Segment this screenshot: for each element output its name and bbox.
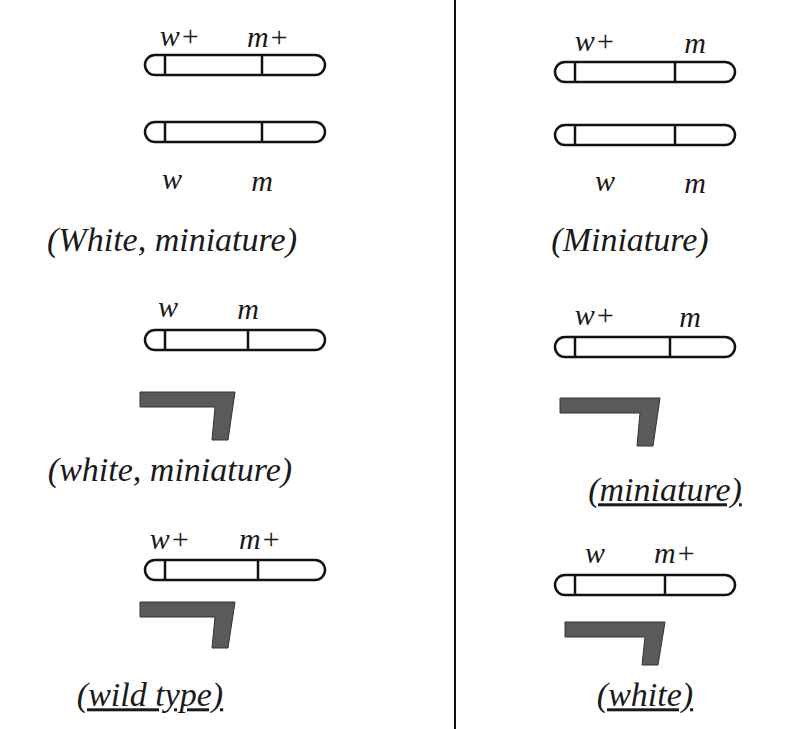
gene-locus [674, 62, 677, 82]
phenotype-caption: (White, miniature) [47, 221, 297, 258]
phenotype-caption: (Miniature) [551, 221, 708, 258]
phenotype-caption: (miniature) [588, 471, 742, 508]
gene-locus [574, 125, 577, 145]
gene-locus [164, 560, 167, 580]
x-chromosome [555, 62, 735, 82]
gene-locus [247, 330, 250, 350]
gene-label: m+ [654, 536, 696, 569]
gene-locus [664, 575, 667, 595]
gene-label: w+ [575, 24, 615, 57]
gene-locus [164, 122, 167, 142]
gene-label: m [684, 166, 706, 199]
gene-locus [164, 330, 167, 350]
gene-label: m [237, 292, 259, 325]
x-chromosome [145, 330, 325, 350]
gene-label: w [158, 290, 178, 323]
x-chromosome [555, 125, 735, 145]
x-chromosome [145, 560, 325, 580]
y-chromosome [560, 398, 660, 446]
gene-label: w+ [575, 298, 615, 331]
y-chromosome [140, 392, 235, 440]
gene-label: m+ [239, 522, 281, 555]
gene-locus [257, 560, 260, 580]
gene-locus [669, 337, 672, 357]
gene-label: m [679, 300, 701, 333]
gene-locus [574, 62, 577, 82]
y-chromosome [140, 602, 235, 648]
phenotype-caption: (white, miniature) [48, 451, 292, 488]
phenotype-caption: (white) [597, 676, 693, 713]
gene-locus [674, 125, 677, 145]
gene-label: m [251, 164, 273, 197]
gene-label: w [162, 162, 182, 195]
gene-label: w+ [160, 19, 200, 52]
gene-label: m+ [247, 20, 289, 53]
x-chromosome [145, 55, 325, 75]
gene-label: m [684, 26, 706, 59]
x-chromosome [555, 337, 735, 357]
x-chromosome [145, 122, 325, 142]
gene-label: w [585, 536, 605, 569]
gene-locus [164, 55, 167, 75]
y-chromosome [565, 622, 665, 665]
gene-label: w [595, 164, 615, 197]
gene-label: w+ [150, 522, 190, 555]
gene-locus [261, 55, 264, 75]
gene-locus [261, 122, 264, 142]
x-chromosome [555, 575, 735, 595]
gene-locus [574, 575, 577, 595]
gene-locus [574, 337, 577, 357]
phenotype-caption: (wild type) [77, 676, 223, 713]
divider-line [454, 0, 456, 729]
